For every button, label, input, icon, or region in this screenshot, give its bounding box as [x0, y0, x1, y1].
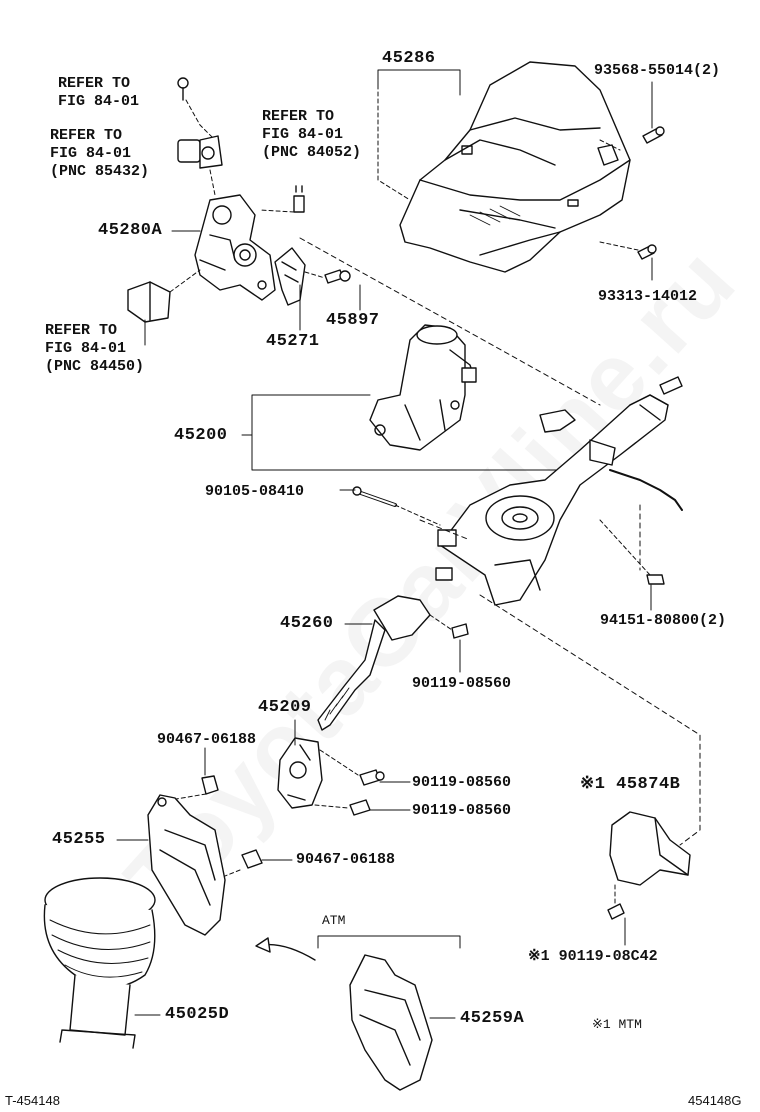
part-label-90119-c: 90119-08560	[412, 802, 512, 819]
leaders	[116, 230, 652, 1019]
footer-right-code: 454148G	[688, 1093, 742, 1108]
ref4-line3: (PNC 84450)	[45, 358, 145, 375]
part-label-94151: 94151-80800(2)	[600, 612, 727, 629]
part-label-45209: 45209	[258, 698, 312, 717]
connector-84450	[127, 269, 201, 323]
part-label-90467-a: 90467-06188	[157, 731, 257, 748]
part-label-90467-b: 90467-06188	[296, 851, 396, 868]
bolt-90105	[352, 486, 441, 526]
leader-45200	[251, 394, 601, 471]
column-cover-45286	[399, 61, 631, 273]
ref1-line1: REFER TO	[58, 75, 131, 92]
lock-assembly-45280A	[194, 194, 276, 301]
bolt-top-left	[177, 77, 216, 141]
footer-left-code: T-454148	[5, 1093, 60, 1108]
ref2-line1: REFER TO	[50, 127, 123, 144]
part-label-45897: 45897	[326, 311, 380, 330]
ref4-line2: FIG 84-01	[45, 340, 127, 357]
atm-arrow	[255, 937, 316, 961]
part-label-45255: 45255	[52, 830, 106, 849]
screw-93313	[637, 244, 657, 260]
nut-94151	[599, 519, 665, 585]
clip-90467-a	[169, 775, 219, 801]
cover-45874B	[609, 811, 691, 886]
cover-45255	[147, 794, 226, 936]
leaders-top	[377, 69, 653, 281]
part-label-45286: 45286	[382, 49, 436, 68]
screw-45897	[304, 269, 351, 284]
bolt-90119-a	[429, 614, 469, 639]
part-label-93568: 93568-55014(2)	[594, 62, 721, 79]
ref2-line3: (PNC 85432)	[50, 163, 150, 180]
ref4-line1: REFER TO	[45, 322, 118, 339]
part-label-45874B: ※1 45874B	[580, 775, 681, 794]
part-label-90105: 90105-08410	[205, 483, 305, 500]
ref2-line2: FIG 84-01	[50, 145, 132, 162]
part-label-90119-a: 90119-08560	[412, 675, 512, 692]
part-label-90119-d: ※1 90119-08C42	[528, 948, 658, 965]
mtm-note: ※1 MTM	[592, 1017, 642, 1032]
steering-column	[435, 376, 683, 606]
part-label-45260: 45260	[280, 614, 334, 633]
screw-93568	[642, 126, 665, 144]
motor-45200	[369, 324, 477, 451]
part-label-45280A: 45280A	[98, 221, 163, 240]
atm-label: ATM	[322, 913, 346, 928]
ref3-line1: REFER TO	[262, 108, 335, 125]
boot-45025D	[43, 877, 156, 1049]
bolt-90119-b	[319, 749, 385, 786]
ref3-line2: FIG 84-01	[262, 126, 344, 143]
part-label-45200: 45200	[174, 426, 228, 445]
connector-84052	[259, 185, 305, 213]
shaft-45260	[317, 595, 431, 731]
ref1-line2: FIG 84-01	[58, 93, 140, 110]
atm-bracket	[317, 935, 461, 949]
part-label-93313: 93313-14012	[598, 288, 698, 305]
part-label-90119-b: 90119-08560	[412, 774, 512, 791]
ref3-line3: (PNC 84052)	[262, 144, 362, 161]
part-label-45025D: 45025D	[165, 1005, 230, 1024]
part-label-45271: 45271	[266, 332, 320, 351]
connector-85432	[177, 135, 223, 196]
cover-45259A	[349, 954, 433, 1091]
part-label-45259A: 45259A	[460, 1009, 525, 1028]
bolt-90119-d	[607, 884, 625, 920]
bolt-90119-c	[314, 799, 371, 816]
dashed-guides	[299, 237, 701, 846]
joint-45209	[277, 737, 323, 809]
